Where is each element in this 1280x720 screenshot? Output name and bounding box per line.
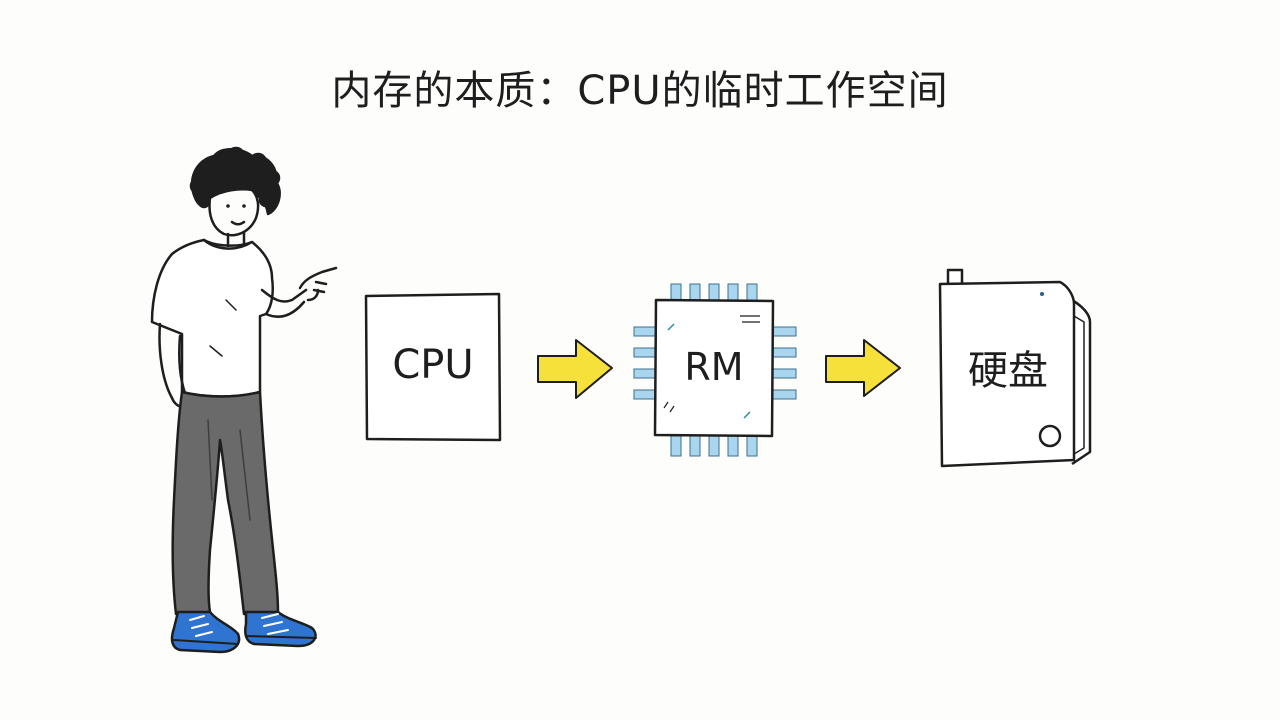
person-face bbox=[208, 188, 260, 237]
person-eye-right bbox=[242, 204, 246, 208]
cpu-label: CPU bbox=[392, 342, 473, 388]
person-arm-pointing bbox=[260, 288, 308, 303]
person-hair bbox=[189, 146, 281, 216]
person-shirt bbox=[150, 238, 274, 398]
disk-body bbox=[938, 280, 1076, 468]
cpu-node: CPU bbox=[364, 292, 502, 442]
person-pants bbox=[171, 390, 280, 616]
person-mouth bbox=[230, 220, 246, 226]
ram-node: RM bbox=[633, 283, 797, 457]
ram-label: RM bbox=[684, 345, 743, 389]
arrow-ram-to-disk bbox=[825, 339, 901, 397]
ram-chip-body bbox=[653, 298, 775, 438]
person-eye-left bbox=[226, 204, 230, 208]
page-title: 内存的本质：CPU的临时工作空间 bbox=[331, 68, 949, 114]
person-hand-pointing bbox=[298, 266, 338, 302]
person-figure bbox=[150, 146, 338, 654]
disk-button bbox=[1038, 424, 1062, 448]
disk-side-panel bbox=[1071, 298, 1092, 466]
disk-node: 硬盘 bbox=[938, 268, 1092, 468]
cpu-box bbox=[364, 292, 502, 442]
disk-label: 硬盘 bbox=[968, 348, 1048, 394]
disk-connector bbox=[946, 268, 964, 286]
person-shoe-right bbox=[244, 610, 317, 648]
disk-dot bbox=[1040, 292, 1044, 296]
person-shoe-left bbox=[170, 610, 241, 654]
arrow-cpu-to-ram bbox=[537, 339, 613, 399]
